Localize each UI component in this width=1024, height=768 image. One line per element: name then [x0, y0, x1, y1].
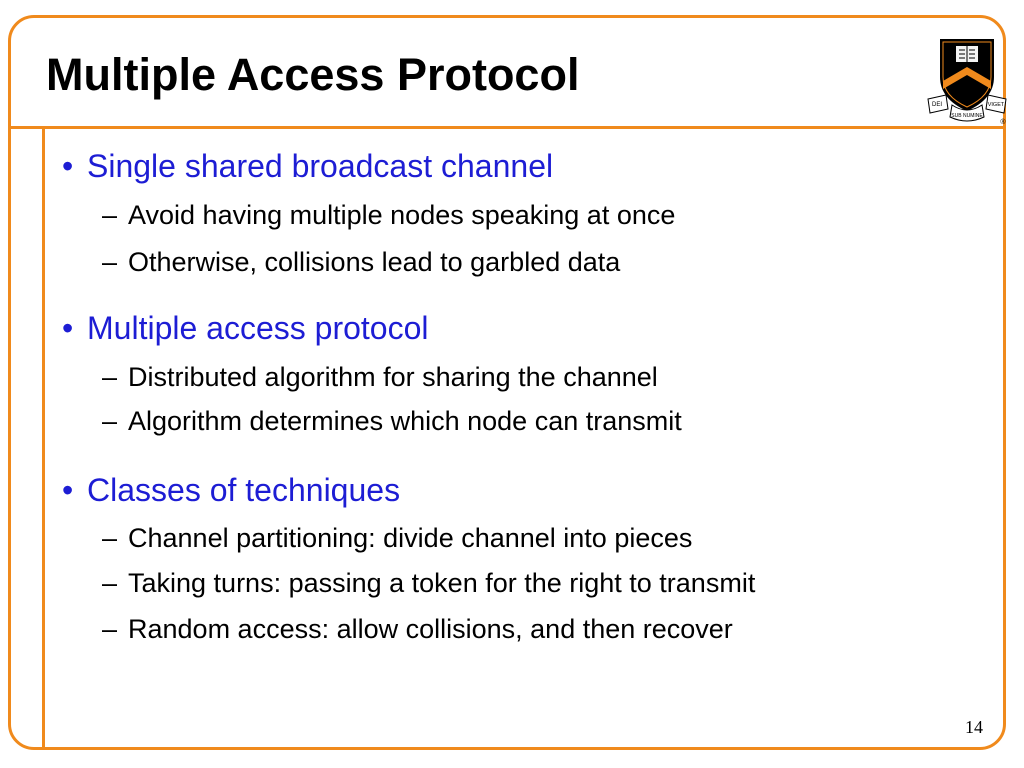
slide-frame: [8, 15, 1006, 750]
bullet-marker: •: [62, 310, 74, 346]
list-item-text: Channel partitioning: divide channel int…: [128, 523, 693, 553]
list-item: –Avoid having multiple nodes speaking at…: [102, 202, 675, 229]
list-item: –Distributed algorithm for sharing the c…: [102, 364, 658, 391]
left-accent-bar: [42, 126, 45, 750]
motto-ribbon: [927, 94, 1007, 122]
list-item-text: Taking turns: passing a token for the ri…: [128, 568, 756, 598]
bullet-marker: •: [62, 472, 74, 508]
motto-center: SUB NUMINE: [951, 113, 983, 119]
section-heading: • Multiple access protocol: [62, 312, 428, 344]
dash-marker: –: [102, 523, 118, 553]
page-number: 14: [965, 717, 983, 737]
dash-marker: –: [102, 200, 118, 230]
bullet-marker: •: [62, 148, 74, 184]
section-heading: • Classes of techniques: [62, 474, 400, 506]
list-item: –Algorithm determines which node can tra…: [102, 408, 682, 435]
dash-marker: –: [102, 614, 118, 644]
list-item-text: Otherwise, collisions lead to garbled da…: [128, 247, 621, 277]
list-item-text: Avoid having multiple nodes speaking at …: [128, 200, 676, 230]
dash-marker: –: [102, 406, 118, 436]
university-shield-logo: DEI SUB NUMINE VIGET ®: [927, 39, 1007, 125]
shield-icon: [940, 39, 994, 111]
dash-marker: –: [102, 568, 118, 598]
list-item: –Taking turns: passing a token for the r…: [102, 570, 755, 597]
slide-title: Multiple Access Protocol: [46, 49, 580, 100]
motto-left: DEI: [932, 102, 942, 108]
list-item: –Random access: allow collisions, and th…: [102, 616, 733, 643]
dash-marker: –: [102, 247, 118, 277]
section-heading-text: Single shared broadcast channel: [87, 148, 554, 184]
list-item-text: Algorithm determines which node can tran…: [128, 406, 682, 436]
dash-marker: –: [102, 362, 118, 392]
section-heading-text: Multiple access protocol: [87, 310, 429, 346]
list-item: –Otherwise, collisions lead to garbled d…: [102, 249, 620, 276]
list-item: –Channel partitioning: divide channel in…: [102, 525, 692, 552]
list-item-text: Random access: allow collisions, and the…: [128, 614, 733, 644]
registered-mark: ®: [1000, 118, 1006, 125]
list-item-text: Distributed algorithm for sharing the ch…: [128, 362, 658, 392]
section-heading-text: Classes of techniques: [87, 472, 401, 508]
section-heading: • Single shared broadcast channel: [62, 150, 553, 182]
title-divider: [8, 126, 1006, 129]
motto-right: VIGET: [988, 102, 1005, 108]
